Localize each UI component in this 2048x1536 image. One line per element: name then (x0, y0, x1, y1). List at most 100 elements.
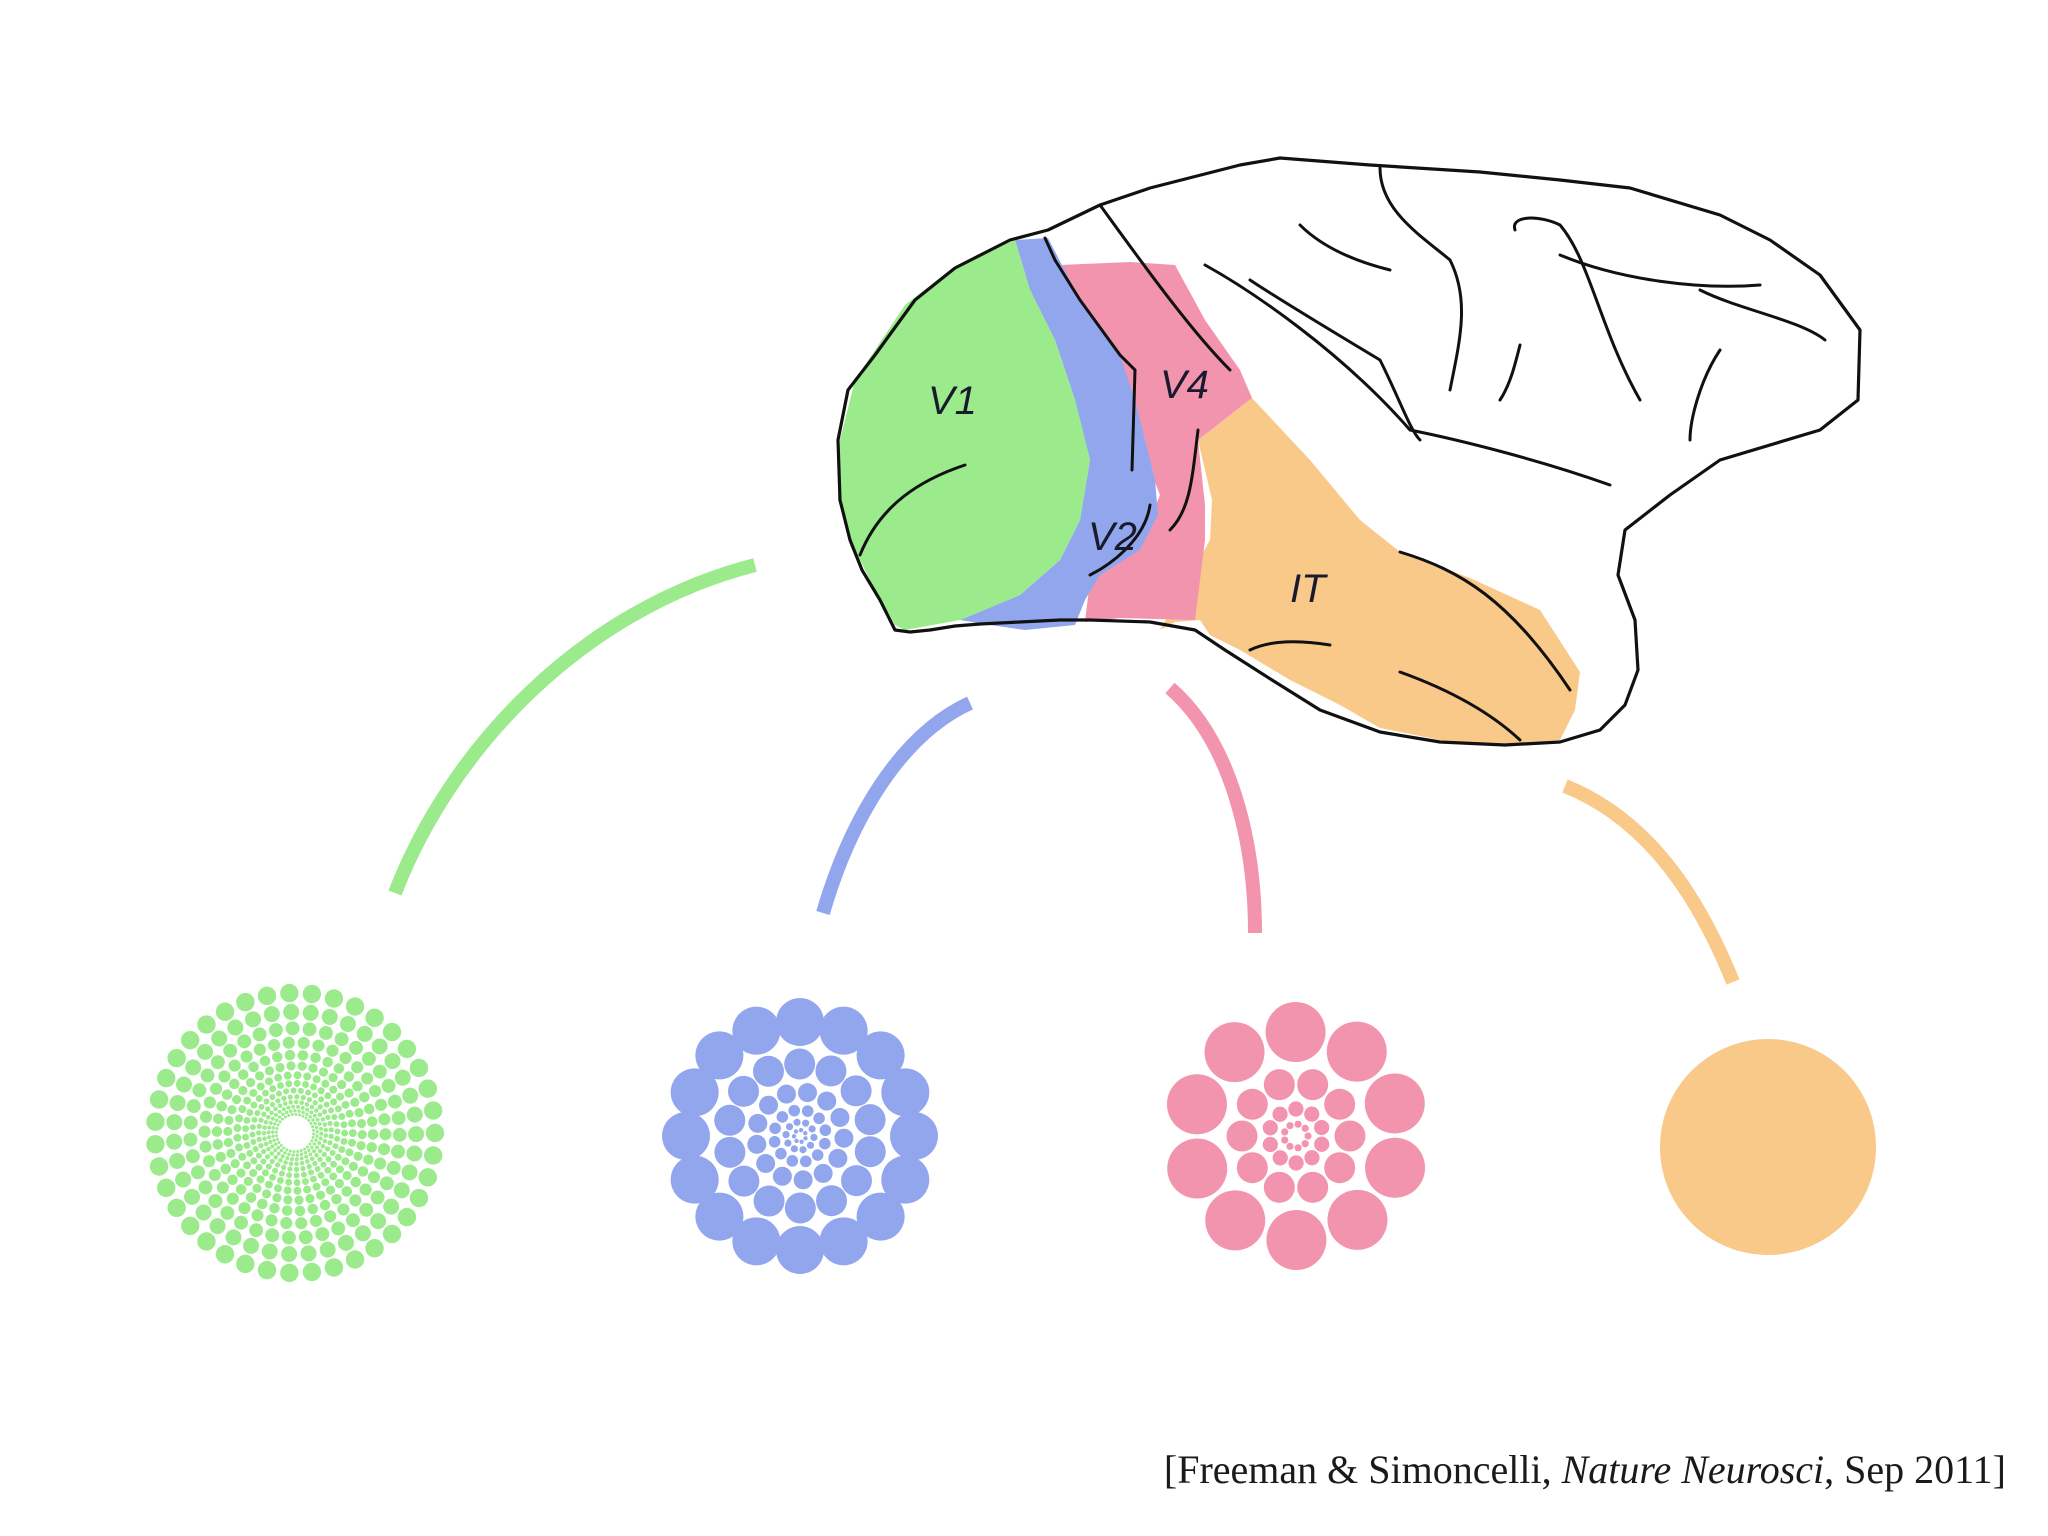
pool-v2-dot (784, 1192, 816, 1224)
pool-v1-dot (339, 1051, 352, 1065)
pool-v1-dot (293, 1172, 300, 1179)
pool-v2-dot (728, 1075, 760, 1107)
pool-v1-dot (272, 1138, 276, 1143)
pool-v4-dot (1166, 1074, 1227, 1135)
pool-v1-dot (281, 1205, 293, 1216)
pool-v4-dot (1204, 1022, 1265, 1083)
pool-v1-dot (312, 1142, 317, 1146)
pool-v1-dot (408, 1126, 425, 1143)
pool-v1-dot (327, 1120, 333, 1127)
pool-v1-dot (237, 1034, 252, 1049)
pool-v1-dot (291, 1104, 296, 1109)
receptive-field-pool-v1 (146, 983, 445, 1283)
pool-v2-dot (803, 1130, 808, 1136)
pool-v1-dot (307, 1118, 311, 1122)
pool-v1-dot (271, 1051, 283, 1063)
pool-v1-dot (209, 1082, 223, 1095)
pool-v1-dot (384, 1053, 401, 1070)
pool-v1-dot (203, 1096, 216, 1109)
pool-v1-dot (331, 1113, 338, 1121)
pool-v1-dot (310, 1145, 314, 1150)
pool-v1-dot (325, 1156, 332, 1163)
pool-v1-dot (261, 1148, 267, 1155)
pool-v1-dot (238, 1105, 247, 1114)
pool-v1-dot (418, 1168, 437, 1187)
pool-v1-dot (305, 1112, 309, 1116)
pool-v1-dot (292, 1150, 296, 1154)
pool-v1-dot (285, 1080, 293, 1088)
pool-v1-dot (345, 1213, 360, 1228)
pool-v2-dot (813, 1163, 833, 1183)
pool-v1-dot (280, 1154, 285, 1159)
pool-v1-dot (302, 1022, 317, 1037)
pool-v1-dot (365, 1008, 384, 1027)
pool-v2-dot (793, 1170, 813, 1190)
pool-v1-dot (357, 1129, 367, 1140)
pool-v1-dot (324, 989, 344, 1008)
pool-v2-dot (840, 1165, 872, 1197)
pool-v1-dot (317, 1148, 323, 1154)
pool-v1-dot (382, 1224, 402, 1244)
pool-v1-dot (276, 1145, 281, 1150)
pool-v2-dot (768, 1135, 781, 1148)
receptive-field-pool-v4 (1166, 1002, 1426, 1270)
pool-v1-dot (250, 1101, 258, 1109)
pool-v2-dot (747, 1134, 767, 1154)
pool-v2-dot (799, 1155, 812, 1168)
pool-v1-dot (304, 1154, 309, 1159)
pool-v1-dot (379, 1128, 392, 1141)
pool-v1-dot (299, 1160, 305, 1166)
pool-v1-dot (325, 1185, 336, 1195)
pool-v4-dot (1281, 1136, 1289, 1144)
pool-v2-dot (799, 1146, 807, 1154)
pool-v2-dot (811, 1149, 824, 1161)
citation-close: , Sep 2011] (1824, 1447, 2006, 1492)
pool-v1-dot (280, 1263, 299, 1283)
pool-v1-dot (294, 1161, 299, 1167)
pool-v2-dot (806, 1141, 815, 1149)
pool-v1-dot (318, 1136, 323, 1141)
pool-v2-dot (817, 1091, 837, 1111)
pool-v1-dot (340, 1137, 348, 1145)
pool-v1-dot (215, 1151, 226, 1163)
pool-v1-dot (356, 1118, 367, 1129)
pool-v1-dot (286, 1105, 291, 1110)
pool-v1-dot (208, 1168, 221, 1181)
pool-v1-dot (311, 1092, 318, 1099)
pool-v1-dot (211, 1126, 223, 1137)
pool-v2-dot (776, 1226, 824, 1274)
pool-v1-dot (330, 1160, 338, 1168)
pool-v4-dot (1262, 1136, 1278, 1153)
pool-v1-dot (268, 1139, 273, 1144)
pool-v1-dot (293, 1079, 301, 1087)
pool-v2-dot (776, 998, 824, 1046)
pool-v1-dot (286, 1172, 293, 1179)
pool-v1-dot (314, 1138, 318, 1142)
pool-v1-dot (423, 1146, 443, 1165)
pool-v1-dot (265, 1163, 272, 1170)
pool-v1-dot (318, 1126, 323, 1131)
pool-v1-dot (394, 1069, 411, 1086)
pool-v1-dot (236, 1168, 246, 1178)
pool-v1-dot (249, 1168, 258, 1177)
pool-v1-dot (283, 1186, 292, 1195)
pool-v2-dot (714, 1136, 746, 1168)
pool-v2-dot (881, 1155, 930, 1204)
pool-v1-dot (297, 1050, 309, 1061)
pool-v1-dot (246, 1109, 254, 1116)
pool-v1-dot (377, 1143, 391, 1156)
pool-v4-dot (1286, 1142, 1294, 1150)
pool-v1-dot (357, 1166, 369, 1177)
pool-v1-dot (202, 1155, 216, 1168)
pool-v2-dot (819, 1217, 868, 1266)
pool-v1-dot (256, 1082, 265, 1091)
pool-v1-dot (315, 1145, 320, 1150)
pool-v1-dot (314, 1125, 319, 1130)
pool-v1-dot (269, 1110, 274, 1116)
pool-v1-dot (320, 1161, 327, 1168)
pool-v1-dot (306, 1097, 313, 1103)
pool-v1-dot (284, 1110, 289, 1115)
pool-v1-dot (342, 1170, 352, 1181)
pool-v2-dot (808, 1125, 816, 1133)
pool-v1-dot (418, 1079, 437, 1098)
